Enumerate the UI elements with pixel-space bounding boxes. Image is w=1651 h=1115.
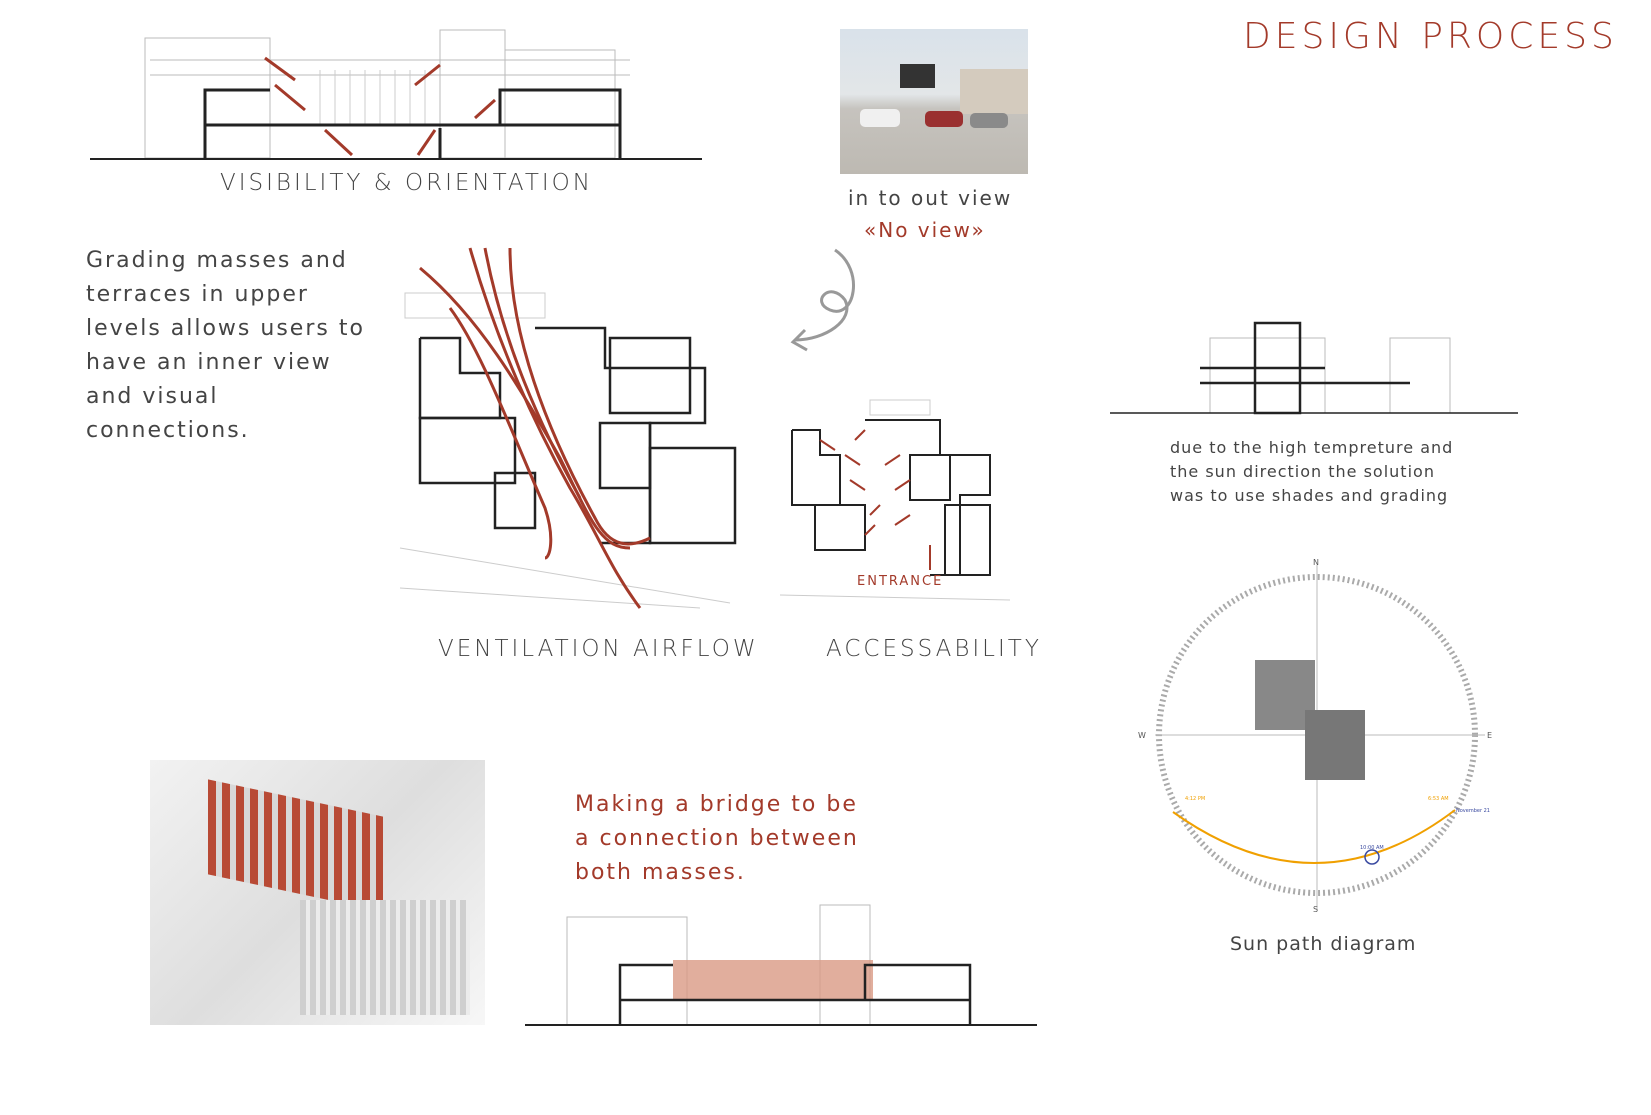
accessability-plan-drawing [779,399,1011,601]
sun-caption: Sun path diagram [1230,933,1417,955]
visibility-section-drawing [90,29,702,160]
ventilation-label: VENTILATION AIRFLOW [438,636,759,662]
curly-arrow-icon [790,248,855,352]
accessability-label: ACCESSABILITY [826,636,1042,662]
ventilation-plan-drawing [399,247,737,609]
compass-n: N [1313,558,1319,567]
bridge-section-drawing [525,904,1037,1026]
sun-path-diagram [1155,565,1485,910]
visibility-label: VISIBILITY & ORIENTATION [220,170,593,196]
bridge-highlight [208,779,383,912]
axonometric-render [150,760,485,1025]
sun-time-mid: 10:00 AM [1360,845,1384,851]
compass-w: W [1138,731,1146,740]
sun-date: November 21 [1456,808,1490,814]
compass-s: S [1313,905,1319,914]
sun-section-drawing [1110,321,1518,415]
car-shape [970,113,1008,128]
billboard-shape [900,64,935,88]
compass-e: E [1487,731,1493,740]
car-shape [860,109,900,127]
building-block [300,900,470,1015]
sun-time-left: 4:12 PM [1185,796,1206,802]
page-title: DESIGN PROCESS [1243,16,1618,57]
photo-caption: in to out view [848,186,1013,210]
building-shape [960,69,1028,114]
entrance-label: ENTRANCE [857,574,944,589]
car-shape [925,111,963,127]
bridge-text: Making a bridge to be a connection betwe… [575,792,859,885]
photo-note: «No view» [864,218,986,242]
grading-text: Grading masses and terraces in upper lev… [86,248,365,443]
sun-time-right: 6:53 AM [1428,796,1449,802]
sun-solution-text: due to the high tempreture and the sun d… [1170,438,1454,505]
street-photo [840,29,1028,174]
